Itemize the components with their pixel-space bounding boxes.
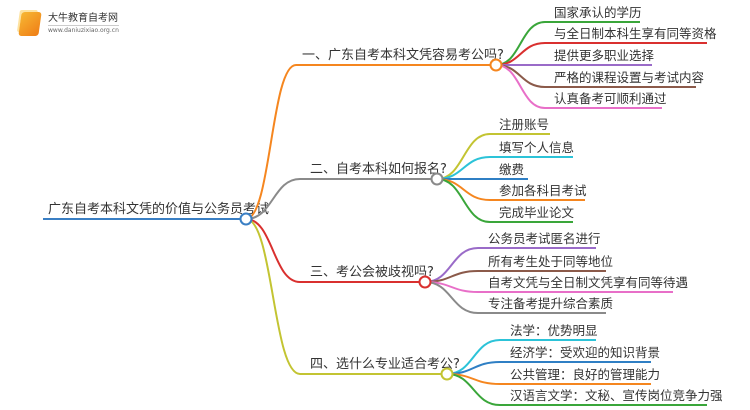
leaf-topic: 汉语言文学：文秘、宣传岗位竞争力强 — [510, 388, 723, 403]
root-collapse-toggle[interactable] — [239, 212, 253, 226]
leaf-topic: 与全日制本科生享有同等资格 — [554, 26, 717, 41]
leaf-topic: 注册账号 — [499, 117, 549, 132]
leaf-connector — [424, 281, 606, 314]
leaf-connector — [436, 178, 573, 223]
leaf-topic: 完成毕业论文 — [499, 205, 575, 220]
leaf-topic: 提供更多职业选择 — [554, 48, 655, 63]
leaf-topic: 所有考生处于同等地位 — [488, 254, 613, 269]
leaf-connector — [495, 64, 662, 109]
branch-topic: 二、自考本科如何报名? — [310, 161, 447, 177]
branch-topic: 四、选什么专业适合考公? — [310, 357, 460, 372]
logo-name: 大牛教育自考网 — [48, 13, 118, 24]
leaf-topic: 缴费 — [499, 162, 524, 177]
branch-connector — [245, 64, 496, 220]
root-topic: 广东自考本科文凭的价值与公务员考试 — [48, 201, 269, 217]
logo-url: www.daniuzixiao.org.cn — [48, 25, 119, 34]
branch-collapse-toggle[interactable] — [489, 58, 503, 72]
logo: 大牛教育自考网 www.daniuzixiao.org.cn — [18, 12, 119, 36]
leaf-topic: 认真备考可顺利通过 — [554, 91, 667, 106]
leaf-connector — [446, 373, 707, 406]
leaf-topic: 法学：优势明显 — [510, 323, 598, 338]
leaf-topic: 填写个人信息 — [499, 140, 574, 155]
leaf-topic: 参加各科目考试 — [499, 183, 587, 198]
leaf-topic: 公共管理：良好的管理能力 — [510, 367, 660, 382]
branch-topic: 三、考公会被歧视吗? — [310, 265, 434, 280]
leaf-topic: 严格的课程设置与考试内容 — [554, 70, 704, 85]
branch-connector — [245, 218, 447, 375]
leaf-topic: 自考文凭与全日制文凭享有同等待遇 — [488, 275, 688, 290]
branch-collapse-toggle[interactable] — [418, 275, 432, 289]
leaf-topic: 国家承认的学历 — [554, 5, 642, 20]
branch-connector — [245, 178, 437, 220]
leaf-topic: 公务员考试匿名进行 — [488, 231, 601, 246]
leaf-topic: 专注备考提升综合素质 — [488, 296, 613, 311]
branch-connector — [245, 218, 425, 283]
branch-topic: 一、广东自考本科文凭容易考公吗? — [302, 47, 504, 63]
branch-collapse-toggle[interactable] — [430, 172, 444, 186]
leaf-topic: 经济学：受欢迎的知识背景 — [510, 345, 660, 360]
branch-collapse-toggle[interactable] — [440, 367, 454, 381]
